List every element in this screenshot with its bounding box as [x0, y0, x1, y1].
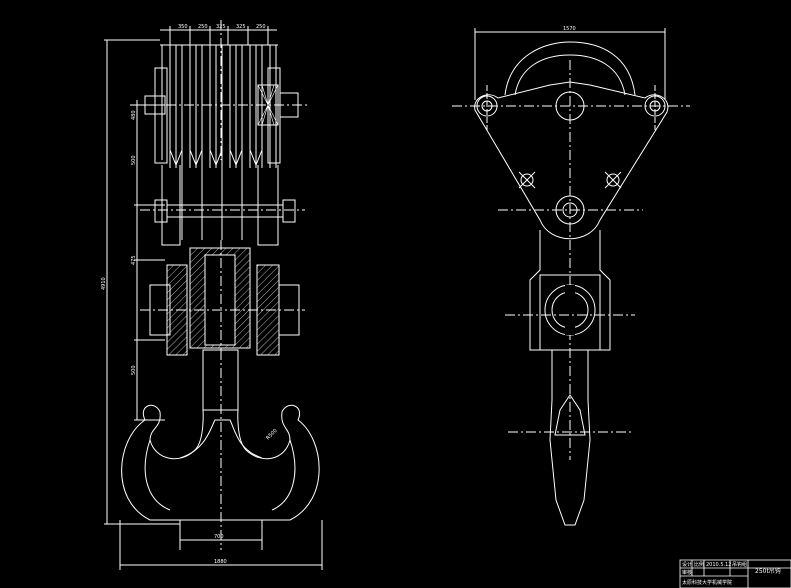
crosshead: [140, 240, 305, 360]
title-block-scale: 比例: [694, 561, 704, 568]
title-block-text: 设计 审核 比例 2010.5.12 吊钩组 250t吊钩 太原科技大学机械学院: [682, 561, 781, 586]
dim-side-width: 1570: [563, 26, 576, 32]
upper-axle: [130, 20, 310, 160]
dim-total-height: 4910: [101, 277, 107, 290]
dim-sheave-pitch-1: 350: [178, 24, 188, 30]
dim-lower-height: 500: [131, 365, 137, 375]
title-block-drawing-title: 250t吊钩: [755, 567, 781, 575]
title-block: [679, 559, 791, 588]
dim-total-width: 1880: [214, 559, 227, 565]
double-hook-body: [121, 404, 320, 521]
dim-upper-height-1: 480: [131, 110, 137, 120]
title-block-organization: 太原科技大学机械学院: [682, 579, 732, 586]
dim-sheave-pitch-2: 250: [198, 24, 208, 30]
sheave-inner-arc: [514, 54, 626, 96]
hook-throat: [179, 419, 263, 459]
dim-middle-height: 475: [131, 255, 137, 265]
dim-sheave-pitch-3: 325: [216, 24, 226, 30]
title-block-date: 2010.5.12: [706, 562, 731, 568]
bolt-left: [518, 171, 536, 189]
bolt-right: [604, 171, 622, 189]
front-view: [104, 20, 323, 570]
tie-rod: [140, 165, 305, 246]
sheave-outer-arc: [504, 41, 636, 96]
sheave-group: [160, 44, 278, 168]
title-block-designer: 设计: [682, 561, 692, 568]
title-block-part-name: 吊钩组: [732, 561, 747, 568]
hook-side-profile: [549, 350, 591, 526]
left-side-plate: [154, 67, 168, 164]
side-view: [452, 28, 690, 526]
dim-sheave-pitch-4: 325: [236, 24, 246, 30]
dim-hook-shank-width: 700: [214, 534, 224, 540]
title-block-reviewer: 审核: [682, 569, 692, 576]
dim-sheave-pitch-5: 250: [256, 24, 266, 30]
dim-upper-height-2: 500: [131, 155, 137, 165]
hook-tip-section: [554, 394, 586, 436]
